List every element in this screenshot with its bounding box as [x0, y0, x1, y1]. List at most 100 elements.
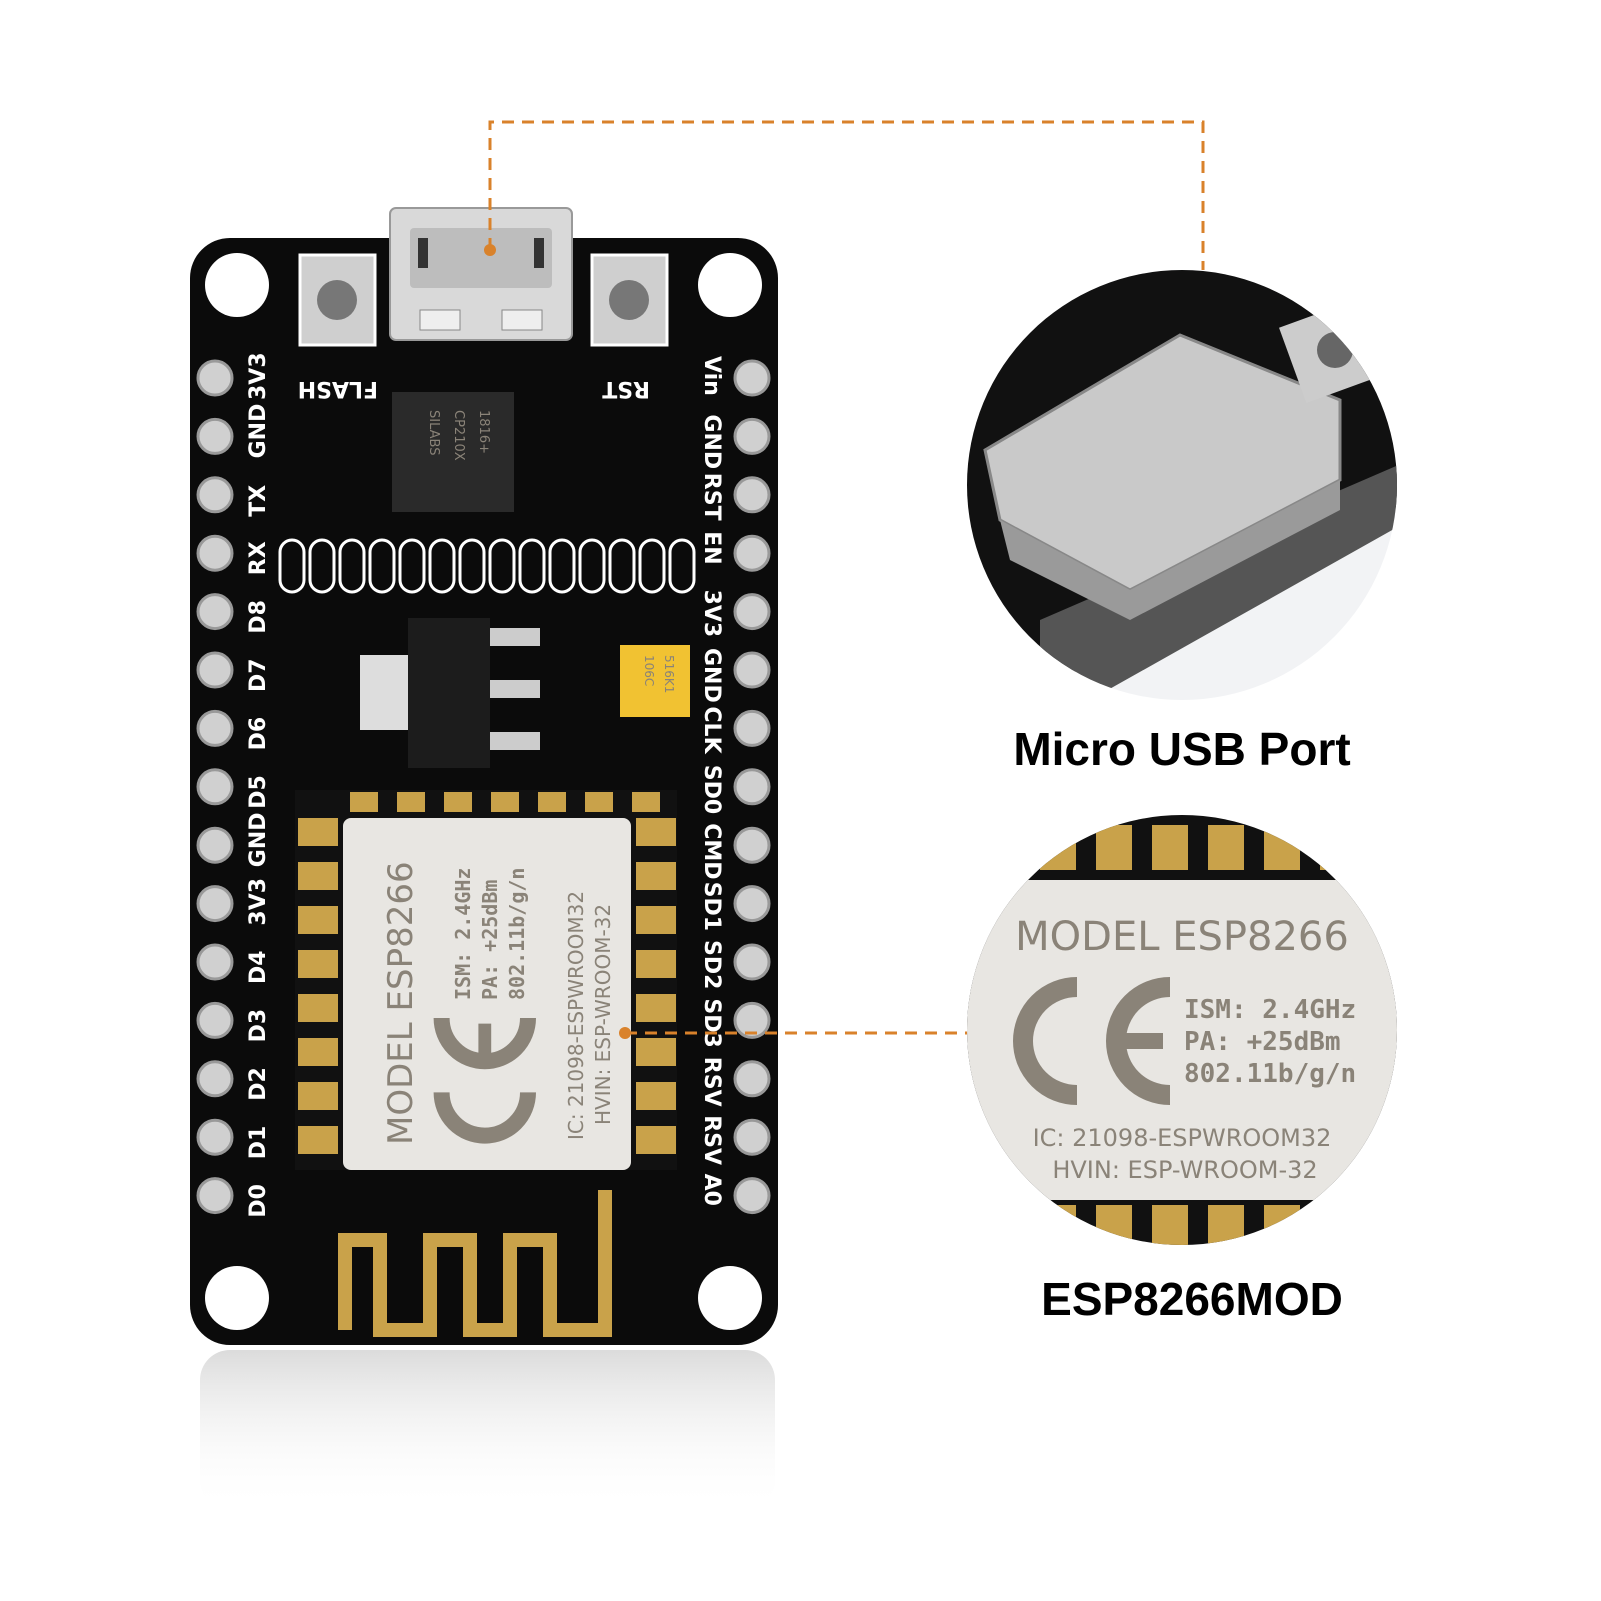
mount-hole: [698, 1266, 762, 1330]
pin-label: D7: [246, 658, 271, 692]
pin-label: CMD: [699, 823, 724, 879]
smd-pads: [278, 538, 696, 594]
pin-label: RX: [246, 541, 271, 575]
module-pad: [298, 1082, 338, 1110]
module-pad: [298, 906, 338, 934]
voltage-regulator: [360, 618, 540, 768]
module-pad: [397, 792, 425, 812]
solder-pad: [608, 538, 636, 594]
flash-label: FLASH: [298, 376, 378, 401]
header-pin: [196, 709, 234, 747]
module-pad: [636, 906, 676, 934]
module-pad: [298, 994, 338, 1022]
pin-label: SD2: [699, 940, 724, 989]
pin-label: 3V3: [246, 878, 271, 926]
pin-label: D2: [246, 1067, 271, 1101]
pin-label: SD0: [699, 765, 724, 814]
solder-pad: [368, 538, 396, 594]
module-pad: [350, 792, 378, 812]
solder-pad: [398, 538, 426, 594]
header-pin: [196, 359, 234, 397]
zoom-module-pad: [1208, 825, 1244, 870]
esp8266-module: MODEL ESP8266 ISM: 2.4GHz PA: +25dBm 802…: [295, 790, 677, 1337]
header-pin: [196, 534, 234, 572]
zoom-module-pad: [1152, 825, 1188, 870]
module-pad: [636, 1038, 676, 1066]
module-ism: ISM: 2.4GHz: [451, 868, 475, 1000]
header-pin: [196, 1060, 234, 1098]
header-pin: [733, 1060, 771, 1098]
header-pin: [733, 476, 771, 514]
header-pin: [733, 359, 771, 397]
header-pin: [733, 768, 771, 806]
zoom-module-wifi: 802.11b/g/n: [1184, 1059, 1356, 1089]
pin-label: RST: [699, 473, 724, 521]
zoom-module-pad: [1040, 1205, 1076, 1245]
solder-pad: [518, 538, 546, 594]
pin-label: Vin: [699, 356, 724, 396]
header-pin: [733, 885, 771, 923]
module-pad: [444, 792, 472, 812]
solder-pad: [308, 538, 336, 594]
nodemcu-board: FLASH RST SILABS CP210X 1816+ 106C 516K1…: [190, 207, 778, 1345]
header-pin: [733, 417, 771, 455]
pin-label: GND: [246, 404, 271, 459]
zoom-module-pad: [1264, 825, 1300, 870]
zoom-module-ism: ISM: 2.4GHz: [1184, 995, 1356, 1025]
pin-label: A0: [699, 1174, 724, 1206]
module-ic: IC: 21098-ESPWROOM32: [564, 891, 588, 1140]
capacitor-text: 106C: [642, 655, 656, 686]
pcb-antenna: [338, 1190, 612, 1337]
usb-leader-dot: [484, 244, 496, 256]
header-pin: [196, 1118, 234, 1156]
pin-label: EN: [699, 531, 724, 564]
mount-hole: [205, 253, 269, 317]
zoom-module-pad: [1264, 1205, 1300, 1245]
header-pin: [733, 1001, 771, 1039]
zoom-module-model: MODEL ESP8266: [1015, 914, 1349, 960]
micro-usb-port: [389, 207, 573, 341]
module-pad: [636, 1082, 676, 1110]
pin-label: 3V3: [246, 352, 271, 400]
header-pin: [733, 1118, 771, 1156]
zoom-module-pad: [1376, 1205, 1397, 1245]
header-pin: [733, 593, 771, 631]
pin-label: D6: [246, 717, 271, 751]
usb-callout-label: Micro USB Port: [1013, 723, 1351, 775]
module-pad: [632, 792, 660, 812]
header-pin: [733, 1177, 771, 1215]
pin-label: GND: [699, 414, 724, 469]
flash-button: [298, 253, 377, 347]
chip-text: 1816+: [476, 410, 491, 454]
zoom-module-pa: PA: +25dBm: [1184, 1027, 1341, 1057]
mount-hole: [205, 1266, 269, 1330]
pin-label: D3: [246, 1009, 271, 1043]
pin-label: SD1: [699, 882, 724, 931]
header-pin: [733, 534, 771, 572]
module-pa: PA: +25dBm: [478, 880, 502, 1000]
module-callout-label: ESP8266MOD: [1041, 1273, 1343, 1325]
header-pins: 3V3GNDTXRXD8D7D6D5GND3V3D4D3D2D1D0VinGND…: [196, 352, 771, 1218]
header-pin: [733, 709, 771, 747]
header-pin: [196, 1001, 234, 1039]
pin-label: GND: [699, 648, 724, 703]
capacitor-text: 516K1: [662, 655, 676, 693]
zoom-module-hvin: HVIN: ESP-WROOM-32: [1052, 1156, 1317, 1184]
pin-label: CLK: [699, 706, 724, 754]
module-pad: [298, 1126, 338, 1154]
pin-label: D1: [246, 1126, 271, 1160]
pin-label: 3V3: [699, 590, 724, 638]
solder-pad: [338, 538, 366, 594]
solder-pad: [548, 538, 576, 594]
header-pin: [196, 593, 234, 631]
module-model: MODEL ESP8266: [381, 861, 421, 1145]
pin-label: RSV: [699, 1057, 724, 1107]
solder-pad: [278, 538, 306, 594]
header-pin: [196, 826, 234, 864]
zoom-module-pad: [1152, 1205, 1188, 1245]
module-pad: [636, 862, 676, 890]
pin-label: D8: [246, 600, 271, 634]
solder-pad: [668, 538, 696, 594]
header-pin: [733, 651, 771, 689]
usb-zoom-circle: [967, 270, 1397, 700]
